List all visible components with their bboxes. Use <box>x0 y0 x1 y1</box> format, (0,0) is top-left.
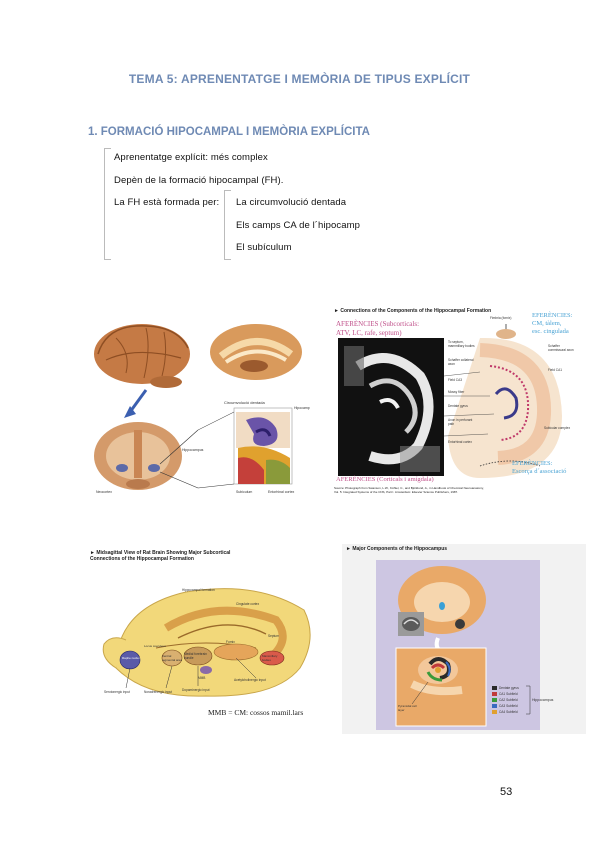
fig2-label-dentate-gyrus: Dentate gyrus <box>448 404 468 408</box>
outline-bracket <box>104 148 111 260</box>
page-title: TEMA 5: APRENENTATGE I MEMÒRIA DE TIPUS … <box>128 72 471 86</box>
fig4-title: ► Major Components of the Hippocampus <box>346 546 448 552</box>
legend-ca4: CA4 Subfield <box>499 710 518 714</box>
fig3-label-lc: Locus coeruleus <box>144 644 166 648</box>
figure-hippocampus-components: ► Major Components of the Hippocampus De… <box>342 544 586 734</box>
fig4-layer-label: Pyramidal cell layer <box>398 704 417 712</box>
fig3-label-serotonergic: Serotonergic input <box>104 690 130 694</box>
fig3-label-mmb: MMB <box>198 676 206 680</box>
fig3-label-hippocampal: Hippocampal formation <box>182 588 215 592</box>
fig2-title: ► Connections of the Components of the H… <box>334 308 492 314</box>
fig3-title: ► Midsagittal View of Rat Brain Showing … <box>90 550 231 562</box>
fig3-label-noradrenergic: Noradrenergic input <box>144 690 172 694</box>
legend-ca1: CA1 Subfield <box>499 692 518 696</box>
fig3-label-mammillary: Mammillary bodies <box>262 654 278 662</box>
fig1-label-dentate: Circumvolució dentada <box>224 400 265 405</box>
fig2-label-mossy-fiber: Mossy fiber <box>448 390 465 394</box>
fig2-label-schaffer-commissural: Schaffer commissural axon <box>548 344 574 352</box>
fig4-bracket-label: Hippocampus <box>532 698 554 702</box>
section-heading: 1. FORMACIÓ HIPOCAMPAL I MEMÒRIA EXPLÍCI… <box>88 126 370 138</box>
point-depends-fh: Depèn de la formació hipocampal (FH). <box>114 175 284 186</box>
fig2-label-ca3: Field CA3 <box>448 378 462 382</box>
fig1-label-subiculum: Subiculum <box>236 490 253 494</box>
rat-brain-illustration <box>86 548 320 728</box>
fig2-label-subicular: Subicular complex <box>544 426 571 430</box>
fig1-label-hippocampus: Hippocampus <box>182 448 204 452</box>
fig2-aferencies-bottom: AFERÈNCIES (Corticals i amígdala) <box>336 476 434 483</box>
hippocampus-components-illustration <box>342 544 586 734</box>
sub-point-subiculum: El subículum <box>236 242 292 253</box>
legend-ca3: CA3 Subfield <box>499 704 518 708</box>
fig2-eferencies-top: EFERÈNCIES: CM, tàlem, esc. cingulada <box>532 312 573 335</box>
fig2-label-fimbria: Fimbria (fornix) <box>490 316 512 320</box>
figure-human-brain: Circumvolució dentada Hipocamp Hippocamp… <box>86 308 318 498</box>
human-brain-illustration <box>86 308 318 498</box>
fig1-label-entorhinal: Entorhinal cortex <box>268 490 295 494</box>
fig3-note: MMB = CM: cossos mamil.lars <box>208 708 304 717</box>
fig4-legend: Dentate gyrus CA1 Subfield CA2 Subfield … <box>499 685 519 715</box>
fig2-aferencies-top: AFERÈNCIES (Subcorticals: ATV, LC, rafe,… <box>336 320 420 337</box>
fig2-label-septum: To septum, mammillary bodies <box>448 340 475 348</box>
fig2-source: Source: Photograph from Swanson, L.W., K… <box>334 486 484 494</box>
fig3-label-acetylcholinergic: Acetylcholinergic input <box>234 678 266 682</box>
figure-hippocampal-connections: ► Connections of the Components of the H… <box>330 306 582 498</box>
fig2-label-entorhinal: Entorhinal cortex <box>448 440 472 444</box>
fig3-label-mfb: Medial forebrain bundle <box>184 652 207 660</box>
fig2-label-perforant: Axon in perforant path <box>448 418 473 426</box>
fig3-label-cingulate: Cingulate cortex <box>236 602 260 606</box>
point-explicit-learning: Aprenentatge explícit: més complex <box>114 152 268 163</box>
sub-point-dentate: La circumvolució dentada <box>236 197 347 208</box>
fig1-label-hipocamp: Hipocamp <box>294 406 310 410</box>
sub-point-ca-fields: Els camps CA de l´hipocamp <box>236 220 361 231</box>
fig2-eferencies-bottom: EFERÈNCIES: Escorça d´associació <box>512 460 567 475</box>
fig3-label-raphe: Raphe nuclei <box>122 656 140 660</box>
fig2-label-schaffer-collateral: Schaffer collateral axon <box>448 358 474 366</box>
legend-ca2: CA2 Subfield <box>499 698 518 702</box>
fig3-label-dopaminergic: Dopaminergic input <box>182 688 210 692</box>
figure-rat-brain: ► Midsagittal View of Rat Brain Showing … <box>86 548 320 728</box>
legend-dentate: Dentate gyrus <box>499 686 519 690</box>
hippocampal-connections-illustration <box>330 306 582 498</box>
fig3-label-vta: Ventral tegmental area <box>162 654 183 662</box>
fig3-label-septum: Septum <box>268 634 279 638</box>
fig3-label-fornix: Fornix <box>226 640 235 644</box>
sub-outline-bracket <box>224 190 231 260</box>
fig2-label-ca1: Field CA1 <box>548 368 562 372</box>
page-number: 53 <box>500 786 513 798</box>
fig1-label-neocortex: Neocortex <box>96 490 112 494</box>
point-fh-composition: La FH està formada per: <box>114 197 220 208</box>
